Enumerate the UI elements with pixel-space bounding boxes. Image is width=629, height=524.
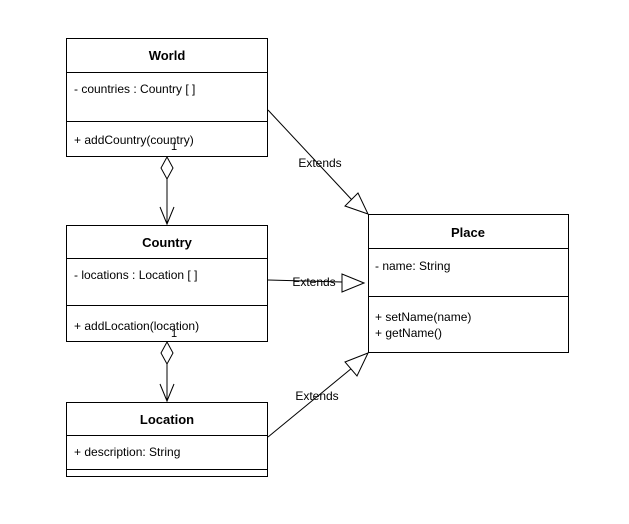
class-place-frame [368,214,569,353]
class-location-frame [66,402,268,477]
class-country-attribute: - locations : Location [ ] [74,268,197,282]
class-country-frame [66,225,268,342]
generalization-line [267,279,343,283]
hollow-triangle-icon [344,352,369,377]
aggregation-country-location[interactable]: 1 [159,328,177,403]
aggregation-diamond-icon [160,155,174,181]
extends-label: Extends [292,275,335,289]
class-location-title: Location [140,412,194,427]
class-location-attribute: + description: String [74,445,180,459]
class-world-title: World [149,48,186,63]
extends-label: Extends [298,156,341,170]
open-arrowhead-icon [159,206,175,226]
multiplicity-label: 1 [171,328,177,340]
class-place-operation-getname: + getName() [375,326,442,340]
class-place-operation-setname: + setName(name) [375,310,471,324]
generalization-world-place[interactable]: Extends [267,109,369,215]
class-world-operation: + addCountry(country) [74,133,194,147]
class-location[interactable]: Location + description: String [66,402,268,477]
generalization-line [267,109,353,201]
class-place-attribute: - name: String [375,259,450,273]
class-place-title: Place [451,225,485,240]
generalization-location-place[interactable]: Extends [267,352,369,438]
generalization-line [267,367,353,438]
aggregation-world-country[interactable]: 1 [159,141,177,226]
extends-label: Extends [295,389,338,403]
aggregation-diamond-icon [160,340,174,366]
class-world[interactable]: World - countries : Country [ ] + addCou… [66,38,268,157]
generalization-country-place[interactable]: Extends [267,273,366,293]
open-arrowhead-icon [159,383,175,403]
class-country[interactable]: Country - locations : Location [ ] + add… [66,225,268,342]
class-world-attribute: - countries : Country [ ] [74,82,195,96]
class-country-operation: + addLocation(location) [74,319,199,333]
class-place[interactable]: Place - name: String + setName(name) + g… [368,214,569,353]
hollow-triangle-icon [341,273,366,293]
class-country-title: Country [142,235,193,250]
class-world-frame [66,38,268,157]
hollow-triangle-icon [344,192,369,215]
multiplicity-label: 1 [171,141,177,153]
